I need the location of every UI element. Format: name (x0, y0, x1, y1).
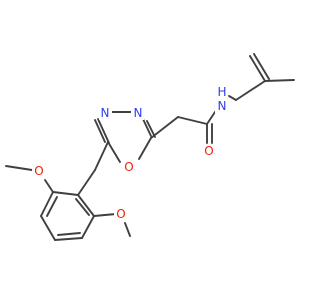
bond (228, 95, 237, 101)
bond (77, 194, 95, 217)
svg-text:O: O (116, 207, 125, 221)
bond (177, 116, 208, 125)
bond (44, 179, 54, 193)
bond (150, 116, 179, 139)
atom-labels: O N N O H N O O (32, 85, 228, 221)
svg-text:O: O (204, 144, 213, 158)
svg-text:O: O (124, 160, 133, 174)
ring-nitrogen-right-label: N (131, 106, 144, 120)
bond (107, 141, 121, 163)
bond (124, 222, 131, 237)
svg-text:N: N (134, 106, 143, 120)
svg-text:O: O (34, 164, 43, 178)
structure-diagram: O N N O H N O O (5, 53, 295, 241)
molecule-canvas: O N N O H N O O (5, 53, 295, 241)
bond (249, 55, 266, 82)
carbonyl-oxygen-label: O (202, 144, 216, 158)
bond (81, 215, 95, 239)
bond (97, 118, 110, 144)
svg-text:H: H (217, 85, 226, 99)
amide-nitrogen-label: H N (215, 85, 228, 114)
bond (57, 232, 81, 236)
bond (138, 137, 152, 160)
bond (40, 191, 54, 217)
svg-text:N: N (218, 99, 227, 113)
methoxy-oxygen-top-label: O (32, 164, 46, 178)
bond (94, 141, 109, 171)
methoxy-oxygen-bottom-label: O (114, 207, 128, 221)
bond (93, 213, 117, 217)
svg-text:N: N (101, 106, 110, 120)
bond (264, 79, 295, 82)
ring-oxygen-label: O (122, 160, 136, 174)
bond (253, 53, 270, 80)
bond (5, 165, 33, 171)
bond (46, 196, 58, 217)
bond (142, 118, 152, 137)
bond (75, 198, 90, 216)
bond (235, 80, 266, 101)
bond (146, 120, 156, 138)
ring-nitrogen-left-label: N (99, 106, 112, 120)
bond (52, 191, 79, 196)
bond (40, 215, 56, 241)
bond (54, 237, 83, 241)
bond (94, 119, 106, 143)
bonds (5, 53, 295, 241)
bond (77, 169, 96, 196)
